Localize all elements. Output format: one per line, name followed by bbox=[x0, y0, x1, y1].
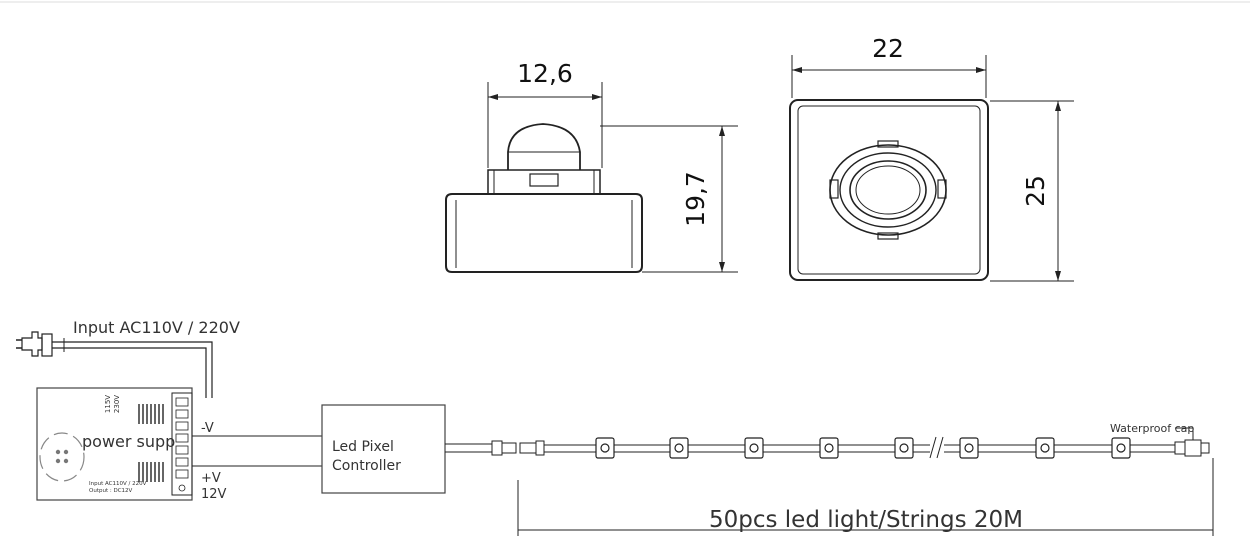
output-voltage-label: 12V bbox=[201, 487, 227, 502]
vent-grille-top bbox=[138, 404, 164, 424]
input-voltage-label: Input AC110V / 220V bbox=[73, 318, 240, 337]
ac-plug bbox=[16, 331, 213, 398]
led-pixel bbox=[1111, 437, 1131, 459]
power-supply-label: power supp bbox=[82, 432, 175, 451]
side-view bbox=[445, 82, 738, 273]
waterproof-cap bbox=[1174, 427, 1210, 457]
led-pixel bbox=[894, 437, 914, 459]
dc-wires bbox=[192, 435, 322, 467]
led-pixel bbox=[1035, 437, 1055, 459]
waterproof-cap-label: Waterproof cap bbox=[1110, 422, 1194, 435]
fan-icon bbox=[39, 432, 85, 482]
string-length-label: 50pcs led light/Strings 20M bbox=[709, 507, 1023, 533]
top-view bbox=[789, 55, 1074, 282]
led-string bbox=[445, 427, 1214, 536]
negative-terminal-label: -V bbox=[201, 421, 214, 436]
led-pixel bbox=[744, 437, 764, 459]
terminal-block bbox=[175, 397, 189, 492]
side-height-label: 19,7 bbox=[681, 171, 710, 227]
led-pixel bbox=[959, 437, 979, 459]
positive-terminal-label: +V bbox=[201, 471, 221, 486]
psu-voltage-115: 115V bbox=[104, 395, 112, 413]
controller-label-line1: Led Pixel bbox=[332, 439, 394, 455]
vent-grille-bottom bbox=[138, 462, 164, 482]
controller-label-line2: Controller bbox=[332, 458, 401, 474]
psu-rating-line1: Input AC110V / 220V bbox=[89, 481, 147, 487]
led-pixel bbox=[595, 437, 615, 459]
led-pixel bbox=[669, 437, 689, 459]
led-pixel bbox=[819, 437, 839, 459]
led-controller bbox=[321, 404, 446, 494]
top-height-label: 25 bbox=[1021, 175, 1050, 207]
power-supply bbox=[36, 387, 193, 501]
top-width-label: 22 bbox=[872, 34, 904, 63]
side-width-label: 12,6 bbox=[517, 59, 573, 88]
psu-voltage-230: 230V bbox=[113, 395, 121, 413]
input-connector bbox=[491, 440, 545, 456]
psu-rating-line2: Output : DC12V bbox=[89, 488, 133, 494]
